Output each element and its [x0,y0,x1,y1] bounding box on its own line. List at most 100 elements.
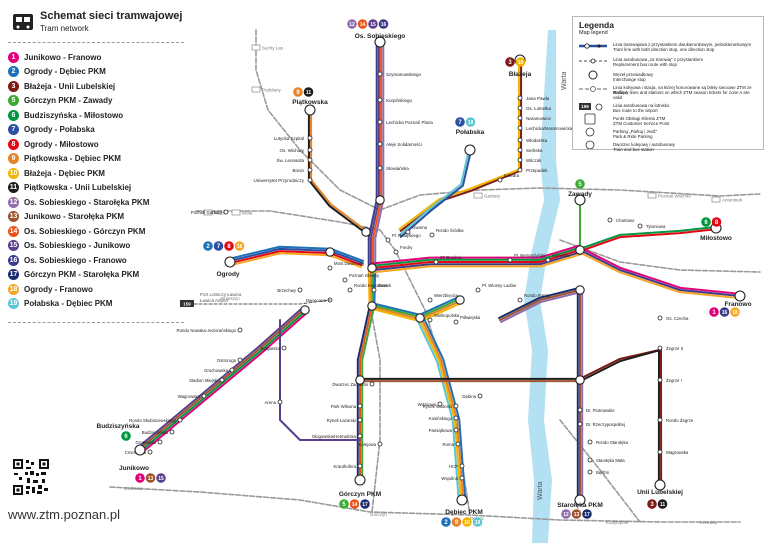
divider [8,322,184,323]
stop-label: Wagrowska [666,450,689,455]
line-badge [465,117,476,127]
tram-stop [307,147,313,153]
line-badge [515,57,526,67]
page-subtitle: Tram network [40,24,89,33]
tram-stop [357,463,363,469]
stop-label: Wilczak [526,158,542,163]
tram-icon [12,12,34,32]
line-badge-number: 11 [660,502,666,508]
rail-station-label: Garbary [484,194,501,199]
interchange-stop [361,227,371,237]
stop-label: Fredry [400,245,413,250]
tram-stop [517,125,523,131]
stop-label: Chartowo [616,218,635,223]
terminus-stop [574,494,586,506]
tram-stop [377,141,383,147]
line-badge [451,517,462,527]
tram-stop [371,287,377,293]
tram-route-bundle [228,247,364,264]
interchange-stop [575,245,585,255]
terminus-label: Górczyn PKM [339,491,381,498]
line-name: Budziszyńska - Miłostowo [24,110,124,120]
airport-bus-icon [180,300,194,307]
line-badge [462,517,472,527]
tram-stop [577,421,583,427]
tram-route-bundle [578,250,741,300]
line-badge-number: 1 [138,476,142,482]
rail-station [251,86,261,93]
tram-stop [429,232,435,238]
tram-stop [587,439,593,445]
river-label: Warta [561,71,568,90]
terminus-label: Błażeja [509,71,532,78]
line-badge [368,19,378,29]
stop-label: Rondo Nowaka-Jeziorańskiego [177,328,237,333]
rail-station-label: Suchy Las [262,46,284,51]
tram-stop [657,377,663,383]
tram-stop [497,177,503,183]
tram-route-bundle [369,267,462,321]
stop-label: Os. Czecha [666,316,689,321]
line-badge [293,87,303,97]
rail-station [231,209,241,216]
qr-code-icon[interactable] [12,458,50,496]
interchange-stop [367,263,377,273]
line-badge: 7 [8,124,19,136]
line-badge-number: 15 [158,476,164,482]
stop-label: Stadion Miejski [189,378,218,383]
line-badge: 10 [8,167,19,179]
tram-route-bundle [361,305,376,481]
stop-label: Wspólna [441,476,458,481]
rail-station-label: Junikowo [124,486,143,491]
line-badge-number: 14 [360,22,366,28]
tram-stop [223,209,229,215]
stop-label: Pl. Ratajskiego [392,233,421,238]
stop-label: Dworzec Zachodni [332,382,368,387]
terminus-stop [374,36,386,48]
terminus-label: Starołęka PKM [557,502,603,509]
stop-label: Kosińskiego [429,416,453,421]
line-name: Ogrody - Dębiec PKM [24,67,106,77]
stop-label: Wielkopolska [434,313,460,318]
terminus-label: Miłostowo [700,235,732,242]
line-list-item[interactable]: 10 Błażeja - Dębiec PKM [8,166,186,181]
legend-item-text: Replacement bus route with stop [613,62,677,67]
tram-stop [453,403,459,409]
rail-station-label: Poznań Wschód [658,194,691,199]
tram-stop [517,105,523,111]
tram-route-bundle [141,311,309,454]
line-name: Błażeja - Dębiec PKM [24,168,105,178]
line-badge [647,499,657,509]
tram-stop [357,433,363,439]
interchange-stop [367,301,377,311]
tram-stop [577,407,583,413]
interchange-stop [355,375,365,385]
line-badge [505,57,515,67]
line-name: Junikowo - Starołęka PKM [24,212,125,222]
stop-label: Żegrze I [666,378,682,383]
website-link[interactable]: www.ztm.poznan.pl [8,507,120,522]
stop-label: Dębina [462,394,476,399]
railway-line [559,419,641,523]
tram-stop [277,399,283,405]
tram-stop [377,71,383,77]
terminus-stop [464,144,476,156]
line-badge [234,241,245,251]
